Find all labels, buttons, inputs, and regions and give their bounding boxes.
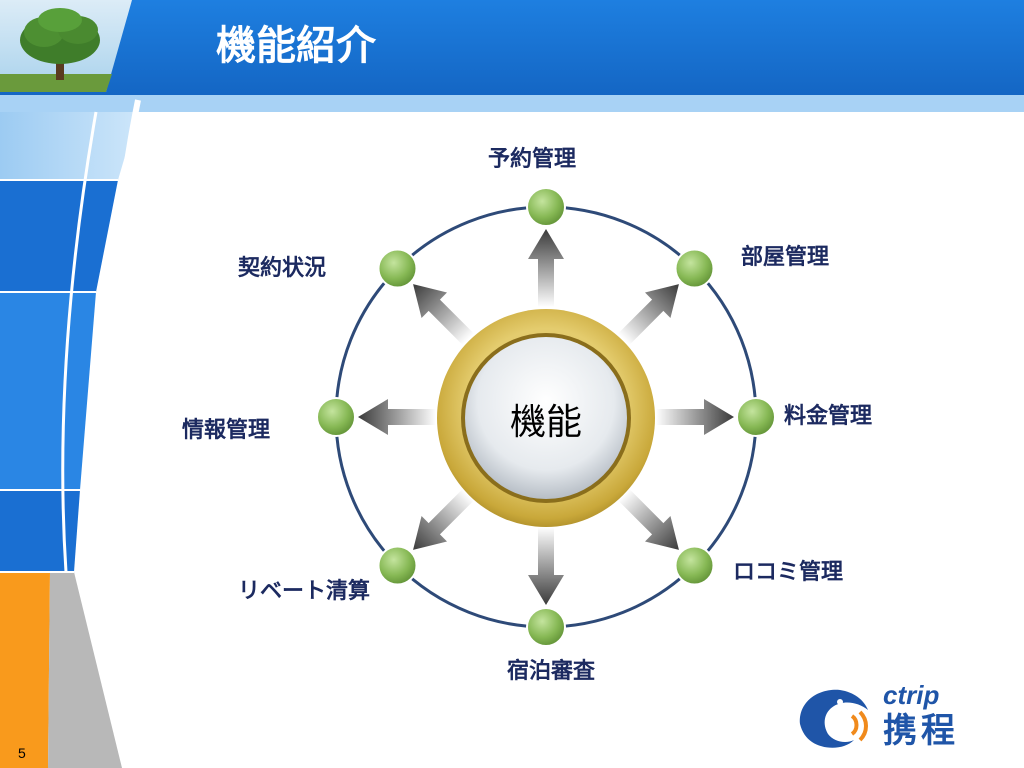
node-contract: [377, 248, 418, 289]
sidebar-decoration: [0, 99, 143, 768]
center-button: [465, 337, 627, 499]
slide-number: 5: [18, 745, 26, 761]
label-room: 部屋管理: [741, 245, 830, 270]
label-stay-review: 宿泊審査: [507, 659, 596, 684]
label-reservation: 予約管理: [488, 147, 577, 172]
node-rate: [736, 397, 776, 437]
dolphin-logo-icon: [799, 689, 868, 748]
node-reservation: [526, 187, 566, 227]
label-rate: 料金管理: [784, 404, 873, 429]
node-info: [316, 397, 356, 437]
label-info: 情報管理: [182, 418, 271, 443]
node-rebate: [377, 545, 418, 586]
center-label: 機能: [509, 402, 582, 443]
arrow-contract: [413, 284, 474, 345]
node-stay-review: [526, 607, 566, 647]
node-review: [674, 545, 715, 586]
arrow-reservation: [528, 229, 564, 307]
arrow-rate: [656, 399, 734, 435]
arrow-stay-review: [528, 527, 564, 605]
logo-name-text: 携程: [883, 711, 959, 751]
arrow-rebate: [413, 489, 474, 550]
label-rebate: リベート清算: [238, 579, 371, 604]
logo-brand-text: ctrip: [883, 680, 940, 710]
arrow-room: [618, 284, 679, 345]
arrow-info: [358, 399, 436, 435]
tree-photo: [0, 0, 132, 92]
arrow-review: [618, 489, 679, 550]
label-contract: 契約状況: [238, 256, 327, 281]
node-room: [674, 248, 715, 289]
slide-title: 機能紹介: [216, 23, 376, 69]
label-review: ロコミ管理: [733, 560, 844, 585]
